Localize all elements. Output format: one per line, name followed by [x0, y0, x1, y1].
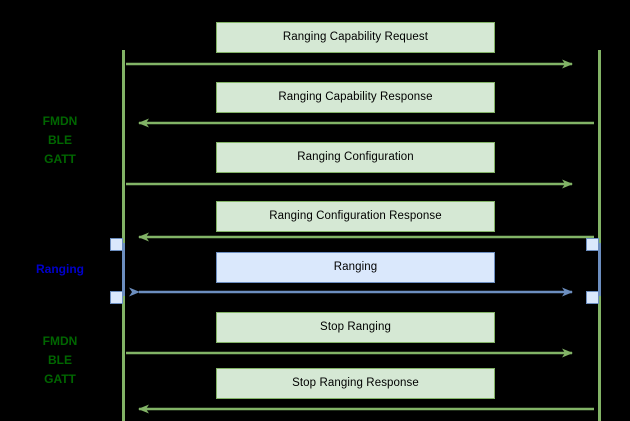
phase-label-fmdn-ble-gatt-bottom: FMDN BLE GATT [42, 334, 78, 386]
activation-node-left-bottom [110, 291, 123, 304]
phase-label-fmdn-ble-gatt-top: FMDN BLE GATT [42, 114, 78, 166]
right-lifeline [598, 50, 601, 421]
activation-node-right-top [586, 238, 599, 251]
message-box-ranging-capability-response[interactable]: Ranging Capability Response [216, 82, 495, 113]
activation-bar-right [598, 243, 601, 296]
message-box-ranging-capability-request[interactable]: Ranging Capability Request [216, 22, 495, 53]
activation-bar-left [122, 243, 125, 296]
activation-node-left-top [110, 238, 123, 251]
message-box-stop-ranging-response[interactable]: Stop Ranging Response [216, 368, 495, 399]
activation-node-right-bottom [586, 291, 599, 304]
left-lifeline [122, 50, 125, 421]
message-box-stop-ranging[interactable]: Stop Ranging [216, 312, 495, 343]
message-box-ranging-configuration-response[interactable]: Ranging Configuration Response [216, 201, 495, 232]
phase-label-ranging: Ranging [36, 262, 84, 276]
message-box-ranging[interactable]: Ranging [216, 252, 495, 283]
message-box-ranging-configuration[interactable]: Ranging Configuration [216, 142, 495, 173]
